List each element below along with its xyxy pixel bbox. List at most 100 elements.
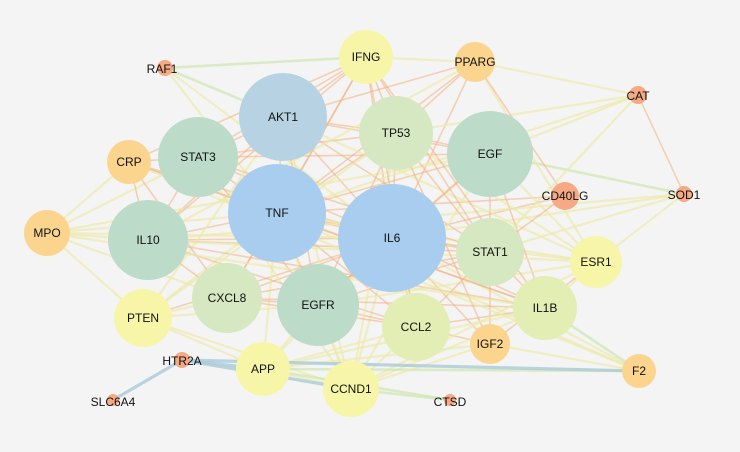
node-label-tp53: TP53	[382, 126, 411, 140]
node-label-igf2: IGF2	[477, 337, 504, 351]
node-raf1[interactable]: RAF1	[147, 60, 178, 76]
node-circle-raf1[interactable]	[157, 60, 173, 76]
node-label-egf: EGF	[478, 147, 503, 161]
node-label-tnf: TNF	[265, 206, 288, 220]
node-circle-il10[interactable]	[108, 200, 188, 280]
node-il6[interactable]: IL6	[338, 184, 446, 292]
node-ccl2[interactable]: CCL2	[382, 293, 450, 361]
edge-app-igf2	[261, 342, 492, 371]
node-circle-pten[interactable]	[114, 289, 172, 347]
node-pparg[interactable]: PPARG	[454, 42, 496, 82]
edge-ifng-raf1	[163, 55, 368, 70]
node-igf2[interactable]: IGF2	[470, 324, 510, 364]
node-sod1[interactable]: SOD1	[668, 186, 701, 202]
node-label-esr1: ESR1	[580, 255, 612, 269]
edge-tnf-f2	[275, 211, 641, 373]
node-label-cxcl8: CXCL8	[208, 291, 247, 305]
node-circle-egf[interactable]	[447, 111, 533, 197]
node-pten[interactable]: PTEN	[114, 289, 172, 347]
node-circle-esr1[interactable]	[570, 236, 622, 288]
node-circle-ctsd[interactable]	[444, 394, 456, 406]
node-circle-cxcl8[interactable]	[192, 263, 262, 333]
node-il10[interactable]: IL10	[108, 200, 188, 280]
node-circle-pparg[interactable]	[455, 42, 495, 82]
edge-il10-il1b	[147, 239, 546, 309]
node-circle-ifng[interactable]	[339, 30, 393, 84]
node-label-ccnd1: CCND1	[330, 382, 372, 396]
node-label-crp: CRP	[116, 155, 141, 169]
node-circle-cat[interactable]	[629, 86, 647, 104]
node-app[interactable]: APP	[236, 342, 290, 396]
node-circle-f2[interactable]	[622, 354, 656, 388]
node-esr1[interactable]: ESR1	[570, 236, 622, 288]
node-circle-mpo[interactable]	[24, 210, 70, 256]
node-label-pparg: PPARG	[454, 55, 495, 69]
edge-egfr-esr1	[316, 260, 598, 307]
node-circle-tp53[interactable]	[359, 96, 433, 170]
node-label-stat1: STAT1	[472, 245, 508, 259]
node-label-sod1: SOD1	[668, 188, 701, 202]
node-label-stat3: STAT3	[180, 150, 216, 164]
node-circle-stat1[interactable]	[456, 218, 524, 286]
node-circle-ccnd1[interactable]	[323, 361, 379, 417]
node-label-raf1: RAF1	[147, 62, 178, 76]
node-stat1[interactable]: STAT1	[456, 218, 524, 286]
node-cat[interactable]: CAT	[626, 86, 650, 104]
node-htr2a[interactable]: HTR2A	[162, 352, 202, 368]
node-stat3[interactable]: STAT3	[158, 117, 238, 197]
node-circle-stat3[interactable]	[158, 117, 238, 197]
node-circle-sod1[interactable]	[676, 186, 692, 202]
node-label-ccl2: CCL2	[401, 320, 432, 334]
node-mpo[interactable]: MPO	[24, 210, 70, 256]
edge-esr1-pparg	[473, 60, 598, 264]
edge-htr2a-slc6a4	[111, 358, 184, 402]
edge-pparg-cat	[473, 60, 640, 97]
node-egf[interactable]: EGF	[447, 111, 533, 197]
node-circle-igf2[interactable]	[470, 324, 510, 364]
node-cxcl8[interactable]: CXCL8	[192, 263, 262, 333]
node-cd40lg[interactable]: CD40LG	[542, 182, 589, 210]
node-ctsd[interactable]: CTSD	[434, 394, 467, 409]
node-ccnd1[interactable]: CCND1	[323, 361, 379, 417]
node-label-cat: CAT	[626, 89, 650, 103]
node-crp[interactable]: CRP	[107, 140, 151, 184]
node-circle-cd40lg[interactable]	[551, 182, 579, 210]
node-label-ifng: IFNG	[352, 50, 381, 64]
node-f2[interactable]: F2	[622, 354, 656, 388]
edge-tp53-esr1	[394, 131, 598, 264]
node-circle-il6[interactable]	[338, 184, 446, 292]
node-circle-tnf[interactable]	[228, 164, 326, 262]
node-label-slc6a4: SLC6A4	[91, 395, 136, 409]
edge-akt1-ccnd1	[281, 115, 353, 391]
node-label-akt1: AKT1	[268, 110, 298, 124]
node-circle-app[interactable]	[236, 342, 290, 396]
node-tp53[interactable]: TP53	[359, 96, 433, 170]
node-il1b[interactable]: IL1B	[513, 276, 577, 340]
node-circle-il1b[interactable]	[513, 276, 577, 340]
node-egfr[interactable]: EGFR	[277, 264, 359, 346]
node-circle-slc6a4[interactable]	[107, 394, 119, 406]
node-circle-ccl2[interactable]	[382, 293, 450, 361]
edge-cat-stat1	[488, 93, 640, 254]
node-label-il6: IL6	[384, 231, 401, 245]
node-tnf[interactable]: TNF	[228, 164, 326, 262]
node-label-mpo: MPO	[33, 226, 60, 240]
node-label-htr2a: HTR2A	[162, 354, 201, 368]
node-label-pten: PTEN	[127, 311, 159, 325]
node-circle-akt1[interactable]	[239, 73, 327, 161]
node-label-f2: F2	[632, 364, 646, 378]
edge-igf2-f2	[488, 342, 641, 373]
node-label-egfr: EGFR	[301, 298, 335, 312]
node-ifng[interactable]: IFNG	[339, 30, 393, 84]
node-label-cd40lg: CD40LG	[542, 189, 589, 203]
node-akt1[interactable]: AKT1	[239, 73, 327, 161]
edge-cat-sod1	[637, 94, 685, 195]
node-label-ctsd: CTSD	[434, 395, 467, 409]
node-circle-htr2a[interactable]	[174, 352, 190, 368]
node-label-app: APP	[251, 362, 275, 376]
node-circle-egfr[interactable]	[277, 264, 359, 346]
node-slc6a4[interactable]: SLC6A4	[91, 394, 136, 409]
node-circle-crp[interactable]	[107, 140, 151, 184]
